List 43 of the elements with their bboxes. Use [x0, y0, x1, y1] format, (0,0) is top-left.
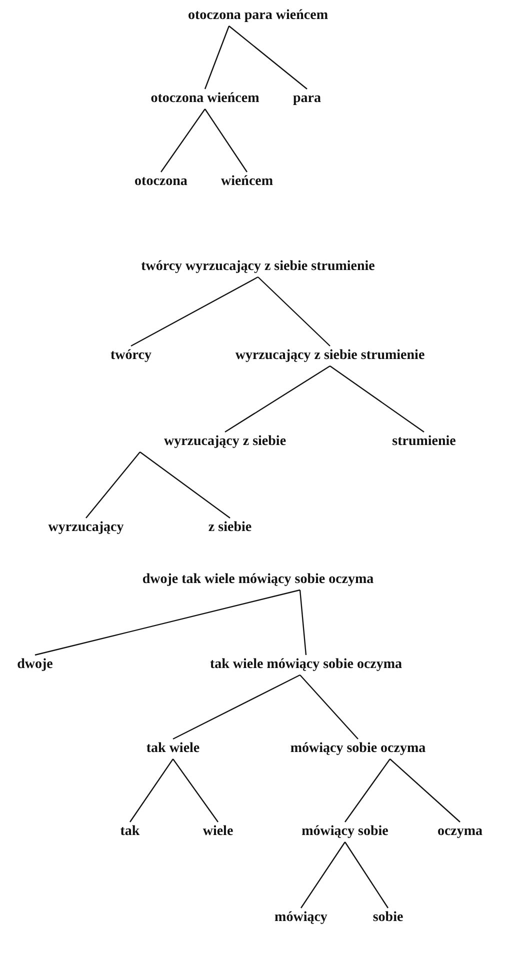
phrase-label: tak	[120, 824, 140, 840]
phrase-label: twórcy wyrzucający z siebie strumienie	[141, 259, 375, 275]
phrase-label: wyrzucający z siebie	[164, 434, 286, 450]
phrase-label: tak wiele	[146, 741, 200, 757]
phrase-label: otoczona para wieńcem	[188, 8, 328, 24]
tree-branch-line	[390, 758, 460, 822]
phrase-label: z siebie	[208, 520, 252, 536]
tree-branch-line	[130, 758, 174, 822]
phrase-label: dwoje	[17, 657, 53, 673]
phrase-label: mówiący	[274, 910, 328, 926]
tree-branch-line	[204, 26, 230, 90]
tree-branch-line	[344, 758, 390, 822]
phrase-label: wieńcem	[220, 174, 274, 190]
tree-branch-line	[300, 674, 358, 740]
tree-branch-line	[160, 108, 206, 172]
tree-branch-line	[224, 366, 330, 432]
phrase-label: otoczona wieńcem	[150, 91, 260, 107]
tree-branch-line	[86, 452, 140, 518]
tree-branch-line	[299, 590, 307, 656]
tree-branch-line	[34, 589, 300, 656]
tree-branch-line	[172, 674, 300, 740]
phrase-label: oczyma	[437, 824, 483, 840]
phrase-label: twórcy	[110, 348, 152, 364]
phrase-label: para	[293, 91, 321, 107]
phrase-label: mówiący sobie	[302, 824, 388, 840]
tree-branch-line	[330, 366, 424, 432]
tree-branch-line	[140, 452, 230, 518]
phrase-label: wiele	[202, 824, 234, 840]
tree-branch-line	[204, 108, 248, 172]
tree-branch-line	[300, 842, 346, 908]
tree-branch-line	[258, 276, 330, 346]
phrase-label: strumienie	[392, 434, 456, 450]
phrase-label: otoczona	[134, 174, 188, 190]
tree-branch-line	[228, 26, 308, 90]
phrase-label: mówiący sobie oczyma	[290, 741, 426, 757]
phrase-label: wyrzucający z siebie strumienie	[235, 348, 425, 364]
phrase-label: sobie	[372, 910, 404, 926]
tree-branch-line	[344, 842, 388, 908]
phrase-label: dwoje tak wiele mówiący sobie oczyma	[142, 572, 374, 588]
phrase-label: wyrzucający	[48, 520, 124, 536]
phrase-label: tak wiele mówiący sobie oczyma	[210, 657, 402, 673]
tree-branch-line	[130, 276, 258, 347]
tree-branch-line	[172, 758, 218, 822]
